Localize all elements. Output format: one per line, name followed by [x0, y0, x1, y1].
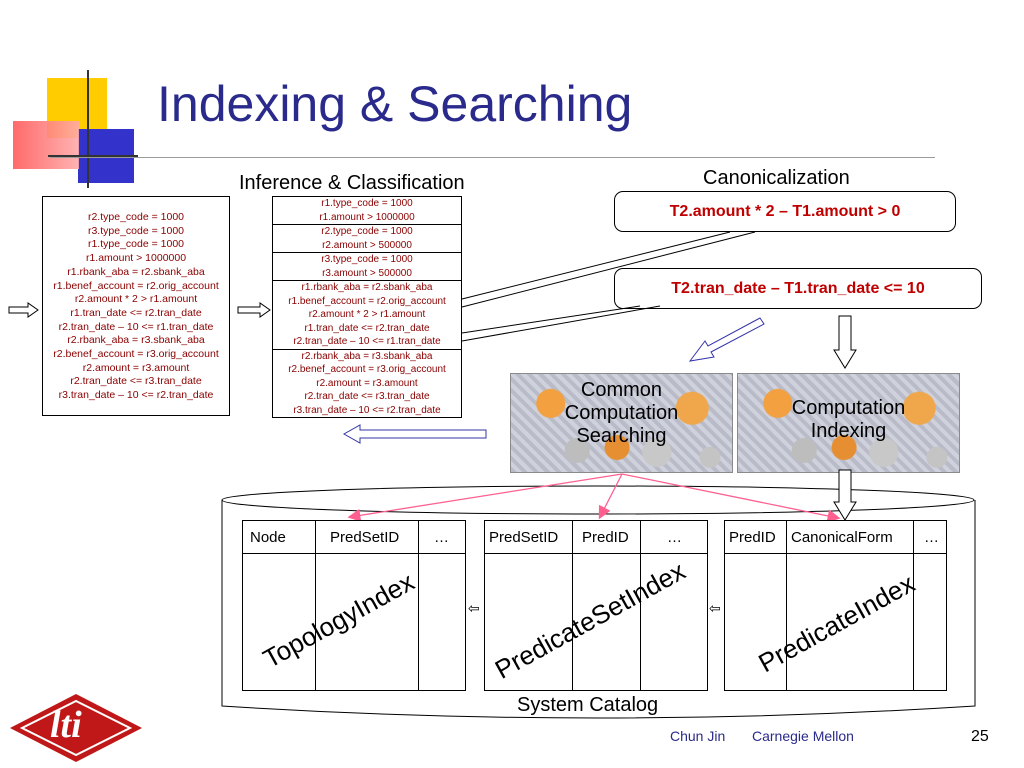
- hollow-arrow-down-1: [833, 315, 857, 369]
- predicate-line: r1.amount > 1000000: [319, 211, 415, 223]
- callout-pointer-2a: [461, 305, 661, 342]
- predicate-line: r2.benef_account = r3.orig_account: [288, 364, 446, 375]
- predicate-line: r1.benef_account = r2.orig_account: [53, 279, 219, 292]
- callout-pointer-2b: [461, 305, 641, 334]
- slide-title: Indexing & Searching: [157, 76, 633, 132]
- column-header: PredID: [582, 529, 629, 546]
- predicate-line: r3.amount > 500000: [322, 267, 412, 279]
- predicate-line: r1.tran_date <= r2.tran_date: [70, 306, 202, 319]
- gear-label-line: Searching: [576, 425, 667, 447]
- predicate-line: r3.tran_date – 10 <= r2.tran_date: [293, 404, 441, 416]
- gear-label-line: Computation: [791, 397, 906, 419]
- predicate-line: r2.tran_date <= r3.tran_date: [304, 391, 430, 402]
- hollow-arrow-right-2: [237, 302, 271, 318]
- small-left-arrow-icon: ⇦: [468, 600, 480, 616]
- hollow-arrow-down-2: [833, 469, 857, 521]
- predicate-line: r1.rbank_aba = r2.sbank_aba: [301, 282, 433, 293]
- column-header: …: [434, 529, 449, 546]
- topology-index-table: Node PredSetID …: [242, 520, 466, 691]
- predicate-line: r1.rbank_aba = r2.sbank_aba: [67, 265, 205, 278]
- page-number: 25: [971, 728, 989, 745]
- system-catalog-cylinder: [221, 500, 976, 719]
- gear-label-line: Common: [580, 379, 663, 401]
- gear-label-line: Computation: [564, 402, 679, 424]
- pink-arrow-pred: [621, 473, 841, 523]
- hollow-arrow-right-1: [8, 302, 39, 318]
- hollow-arrow-left: [342, 424, 487, 444]
- system-catalog-label: System Catalog: [517, 694, 659, 716]
- predicate-set-index-table: PredSetID PredID …: [484, 520, 708, 691]
- predicate-line: r2.amount > 500000: [322, 239, 412, 251]
- predicate-line: r2.tran_date <= r3.tran_date: [70, 375, 202, 388]
- predicate-line: r3.tran_date – 10 <= r2.tran_date: [58, 389, 214, 402]
- pink-arrow-predset: [598, 473, 623, 520]
- predicate-line: r2.amount * 2 > r1.amount: [308, 309, 426, 320]
- predicate-index-table: PredID CanonicalForm …: [724, 520, 947, 691]
- column-header: PredSetID: [489, 529, 559, 546]
- predicate-line: r1.type_code = 1000: [321, 198, 413, 209]
- decor-vertical-line: [87, 70, 89, 188]
- predicate-group-r1: r1.type_code = 1000 r1.amount > 1000000: [273, 197, 461, 224]
- predicate-line: r2.amount = r3.amount: [316, 377, 418, 389]
- computation-indexing-box: Computation Indexing: [737, 373, 960, 473]
- callout-pointer-1b: [461, 231, 731, 300]
- pink-arrow-topology: [347, 473, 623, 522]
- predicate-line: r1.type_code = 1000: [87, 238, 185, 251]
- predicate-line: r2.benef_account = r3.orig_account: [53, 348, 219, 361]
- hollow-arrow-diagonal: [688, 317, 765, 362]
- predicate-line: r3.type_code = 1000: [321, 254, 413, 265]
- predicate-line: r3.type_code = 1000: [87, 224, 185, 237]
- common-computation-searching-box: Common Computation Searching: [510, 373, 733, 473]
- lti-logo: [10, 694, 142, 762]
- canonical-callout-amount: T2.amount * 2 – T1.amount > 0: [614, 191, 956, 232]
- predicate-group-r2: r2.type_code = 1000 r2.amount > 500000: [273, 224, 461, 252]
- predicate-line: r1.amount > 1000000: [85, 252, 187, 265]
- lti-logo-text: lti: [50, 704, 82, 746]
- column-header: Node: [250, 529, 286, 546]
- column-header: PredID: [729, 529, 776, 546]
- footer-author: Chun Jin: [670, 728, 726, 744]
- predicate-line: r1.tran_date <= r2.tran_date: [304, 322, 430, 334]
- predicate-line: r1.benef_account = r2.orig_account: [288, 295, 446, 307]
- predicate-line: r2.rbank_aba = r3.sbank_aba: [301, 350, 433, 362]
- predicate-line: r2.type_code = 1000: [87, 211, 185, 223]
- column-header: CanonicalForm: [791, 529, 893, 546]
- gear-label-line: Indexing: [810, 420, 887, 442]
- column-header: PredSetID: [330, 529, 400, 546]
- callout-pointer-1a: [461, 231, 756, 308]
- predicate-line: r2.amount = r3.amount: [82, 361, 190, 374]
- predicate-line: r2.tran_date – 10 <= r1.tran_date: [58, 320, 214, 333]
- decor-red-square: [13, 121, 79, 169]
- predicate-group-r1-r2: r1.rbank_aba = r2.sbank_aba r1.benef_acc…: [273, 280, 461, 349]
- canonicalization-label: Canonicalization: [703, 167, 850, 189]
- predicate-group-r2-r3: r2.rbank_aba = r3.sbank_aba r2.benef_acc…: [273, 348, 461, 418]
- cylinder-top-ellipse: [221, 485, 975, 515]
- predicate-line: r2.type_code = 1000: [321, 226, 413, 237]
- classified-predicates-box: r1.type_code = 1000 r1.amount > 1000000 …: [272, 196, 462, 418]
- column-header: …: [924, 529, 939, 546]
- predicate-group-r3: r3.type_code = 1000 r3.amount > 500000: [273, 252, 461, 280]
- title-divider: [50, 157, 935, 158]
- predicate-line: r2.rbank_aba = r3.sbank_aba: [67, 334, 205, 347]
- column-header: …: [667, 529, 682, 546]
- inference-label: Inference & Classification: [239, 172, 465, 194]
- canonical-callout-date: T2.tran_date – T1.tran_date <= 10: [614, 268, 982, 309]
- conjunctive-predicates-box: r2.type_code = 1000 r3.type_code = 1000 …: [42, 196, 230, 416]
- predicate-line: r2.tran_date – 10 <= r1.tran_date: [293, 336, 441, 347]
- decor-horizontal-line: [48, 155, 138, 157]
- footer-org: Carnegie Mellon: [752, 728, 854, 744]
- predicate-line: r2.amount * 2 > r1.amount: [74, 293, 198, 306]
- small-left-arrow-icon: ⇦: [709, 600, 721, 616]
